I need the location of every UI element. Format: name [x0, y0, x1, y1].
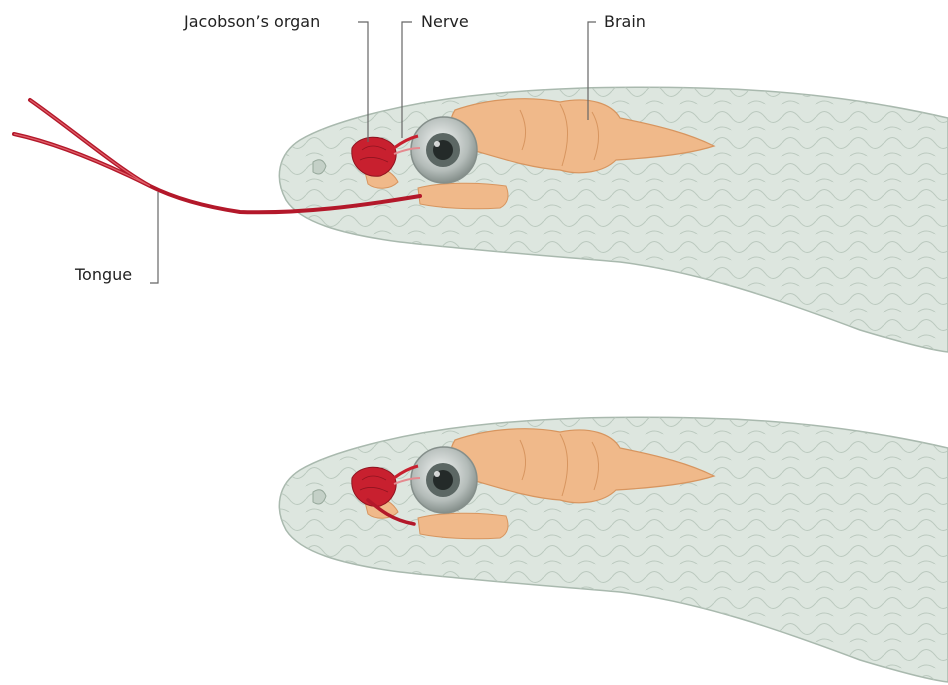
snake-head-tongue-out — [14, 87, 948, 352]
tongue-label: Tongue — [75, 265, 132, 284]
tongue-leader — [150, 192, 158, 283]
brain-label: Brain — [604, 12, 646, 31]
jacobsons-organ-label: Jacobson’s organ — [184, 12, 320, 31]
snake-head-tongue-in — [279, 417, 948, 682]
nerve-label: Nerve — [421, 12, 469, 31]
